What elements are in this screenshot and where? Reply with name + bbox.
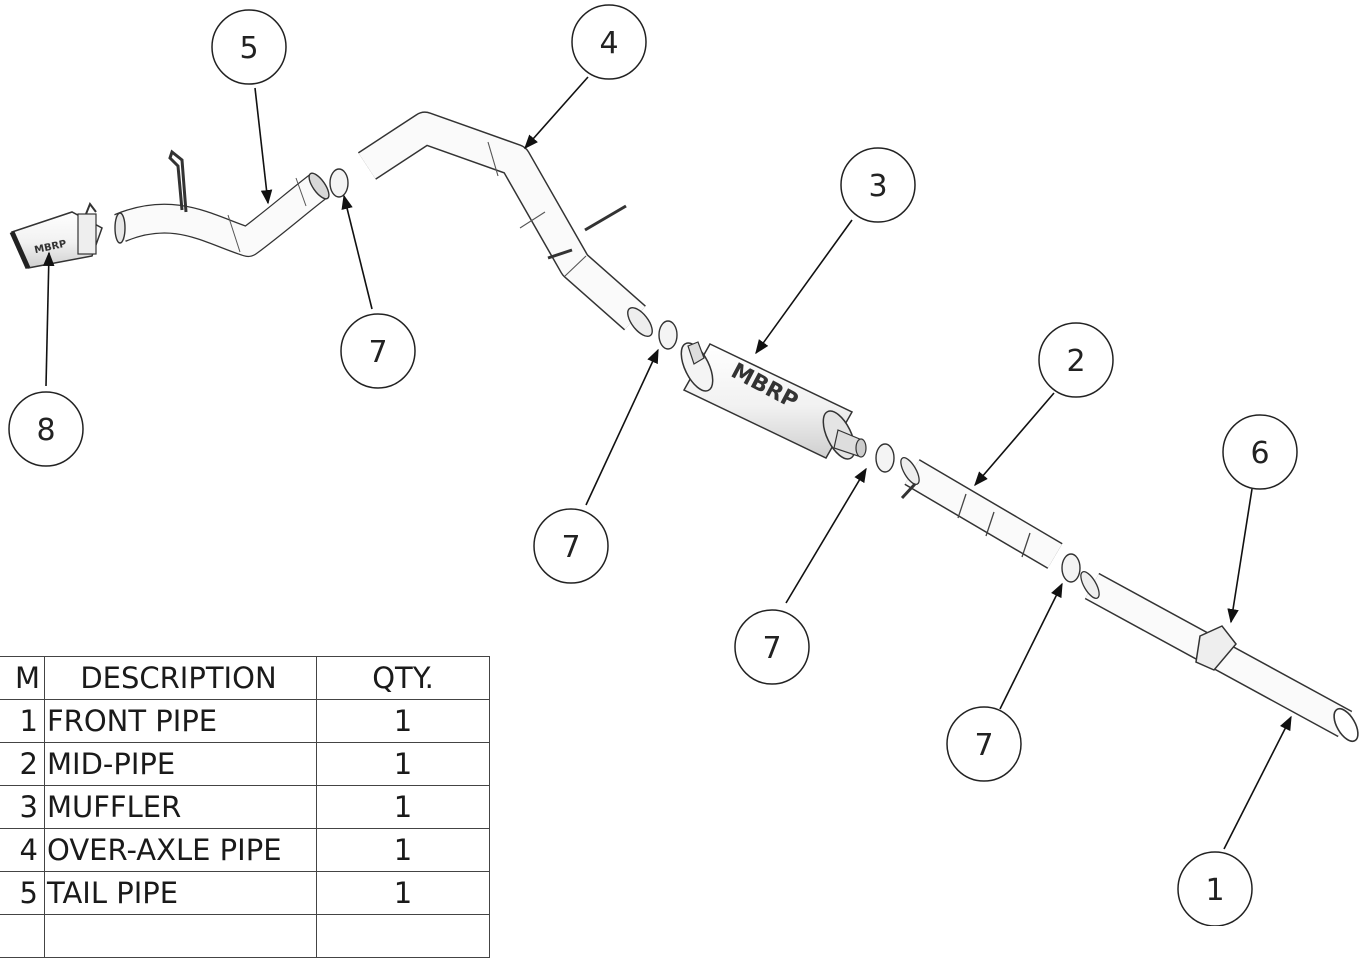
bom-header-row: M DESCRIPTION QTY. — [0, 656, 490, 700]
callout-4 — [571, 4, 647, 80]
bom-description: MID-PIPE — [44, 742, 317, 786]
callout-7c — [734, 609, 810, 685]
exhaust-exploded-diagram: MBRP MBRP — [8, 4, 1359, 926]
bom-description: OVER-AXLE PIPE — [44, 828, 317, 872]
bom-qty: 1 — [316, 871, 490, 915]
bom-row: 5 TAIL PIPE 1 — [0, 871, 490, 915]
bom-item — [0, 914, 45, 958]
clamp-part — [329, 168, 1081, 583]
over-axle-pipe-part — [357, 111, 653, 337]
callout-5-label: 5 — [239, 31, 258, 66]
callout-1 — [1177, 851, 1253, 926]
bom-item: 3 — [0, 785, 45, 829]
bom-row: 4 OVER-AXLE PIPE 1 — [0, 828, 490, 872]
flange-part — [1195, 625, 1237, 671]
exhaust-tip-part: MBRP — [9, 201, 103, 270]
bill-of-materials-table: M DESCRIPTION QTY. 1 FRONT PIPE 1 2 MID-… — [0, 656, 490, 958]
bom-row: 3 MUFFLER 1 — [0, 785, 490, 829]
callout-6-label: 6 — [1250, 436, 1269, 471]
callout-5 — [211, 9, 287, 85]
bom-item: 2 — [0, 742, 45, 786]
bom-row — [0, 914, 490, 958]
callout-3 — [840, 147, 916, 223]
bom-qty: 1 — [316, 742, 490, 786]
bom-row: 1 FRONT PIPE 1 — [0, 699, 490, 743]
callout-3-label: 3 — [868, 169, 887, 204]
leader-lines — [42, 76, 1292, 850]
muffler-part: MBRP — [680, 341, 867, 460]
bom-qty — [316, 914, 490, 958]
bom-qty: 1 — [316, 828, 490, 872]
bom-qty: 1 — [316, 699, 490, 743]
callout-7b — [533, 508, 609, 584]
bom-description — [44, 914, 317, 958]
callout-2-label: 2 — [1066, 344, 1085, 379]
bom-description: FRONT PIPE — [44, 699, 317, 743]
bom-header-description: DESCRIPTION — [44, 656, 317, 700]
callout-7d-label: 7 — [974, 728, 993, 763]
bom-item: 4 — [0, 828, 45, 872]
bom-item: 1 — [0, 699, 45, 743]
callout-4-label: 4 — [599, 26, 618, 61]
bom-header-qty: QTY. — [316, 656, 490, 700]
bom-description: TAIL PIPE — [44, 871, 317, 915]
callout-7c-label: 7 — [762, 631, 781, 666]
callout-8 — [8, 391, 84, 467]
tail-pipe-part — [114, 149, 330, 257]
callout-7a-label: 7 — [368, 335, 387, 370]
callout-6 — [1222, 414, 1298, 490]
callout-1-label: 1 — [1205, 873, 1224, 908]
callout-7b-label: 7 — [561, 530, 580, 565]
bom-description: MUFFLER — [44, 785, 317, 829]
bom-header-item: M — [0, 656, 45, 700]
mid-pipe-part — [900, 457, 1063, 569]
callout-2 — [1038, 322, 1114, 398]
callout-8-label: 8 — [36, 413, 55, 448]
bom-qty: 1 — [316, 785, 490, 829]
bom-row: 2 MID-PIPE 1 — [0, 742, 490, 786]
callout-7a — [340, 313, 416, 389]
bom-item: 5 — [0, 871, 45, 915]
callout-7d — [946, 706, 1022, 782]
